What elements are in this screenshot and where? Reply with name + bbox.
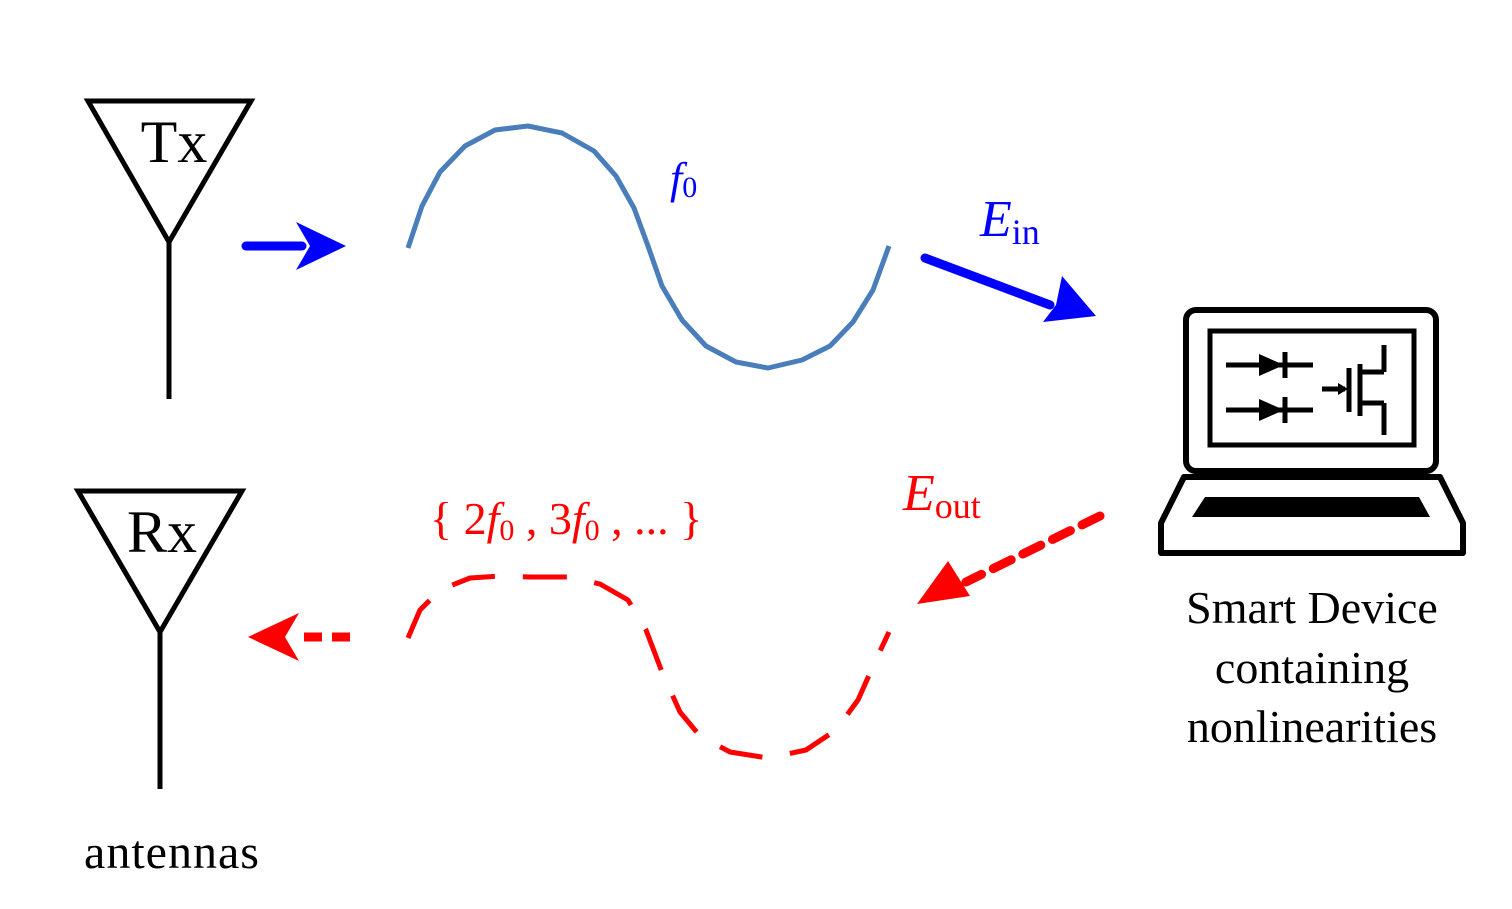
reflected-field-arrow-icon: [917, 511, 1105, 604]
harmonics-label: { 2f0 , 3f0 , ... }: [430, 493, 702, 547]
diode-icon: [1226, 352, 1313, 378]
rx-label: Rx: [127, 499, 197, 565]
antennas-caption: antennas: [84, 826, 260, 879]
transistor-icon: [1322, 345, 1387, 435]
device-caption-line-2: containing: [1215, 642, 1409, 693]
laptop-icon: [1158, 307, 1466, 556]
diode-icon: [1226, 397, 1313, 423]
incident-field-arrow-icon: [920, 253, 1096, 322]
rx-antenna-icon: [73, 488, 247, 789]
tx-label: Tx: [141, 109, 208, 175]
tx-arrow-icon: [241, 222, 346, 270]
reflected-wave: [405, 573, 892, 761]
device-caption-line-1: Smart Device: [1186, 582, 1438, 633]
rx-arrow-icon: [248, 613, 350, 661]
device-caption-line-3: nonlinearities: [1187, 701, 1437, 752]
tx-antenna-icon: [83, 98, 256, 399]
incident-wave: [405, 123, 892, 371]
incident-frequency-label: f0: [670, 154, 697, 204]
reflected-field-label: Eout: [902, 465, 981, 526]
incident-field-label: Ein: [979, 191, 1040, 252]
